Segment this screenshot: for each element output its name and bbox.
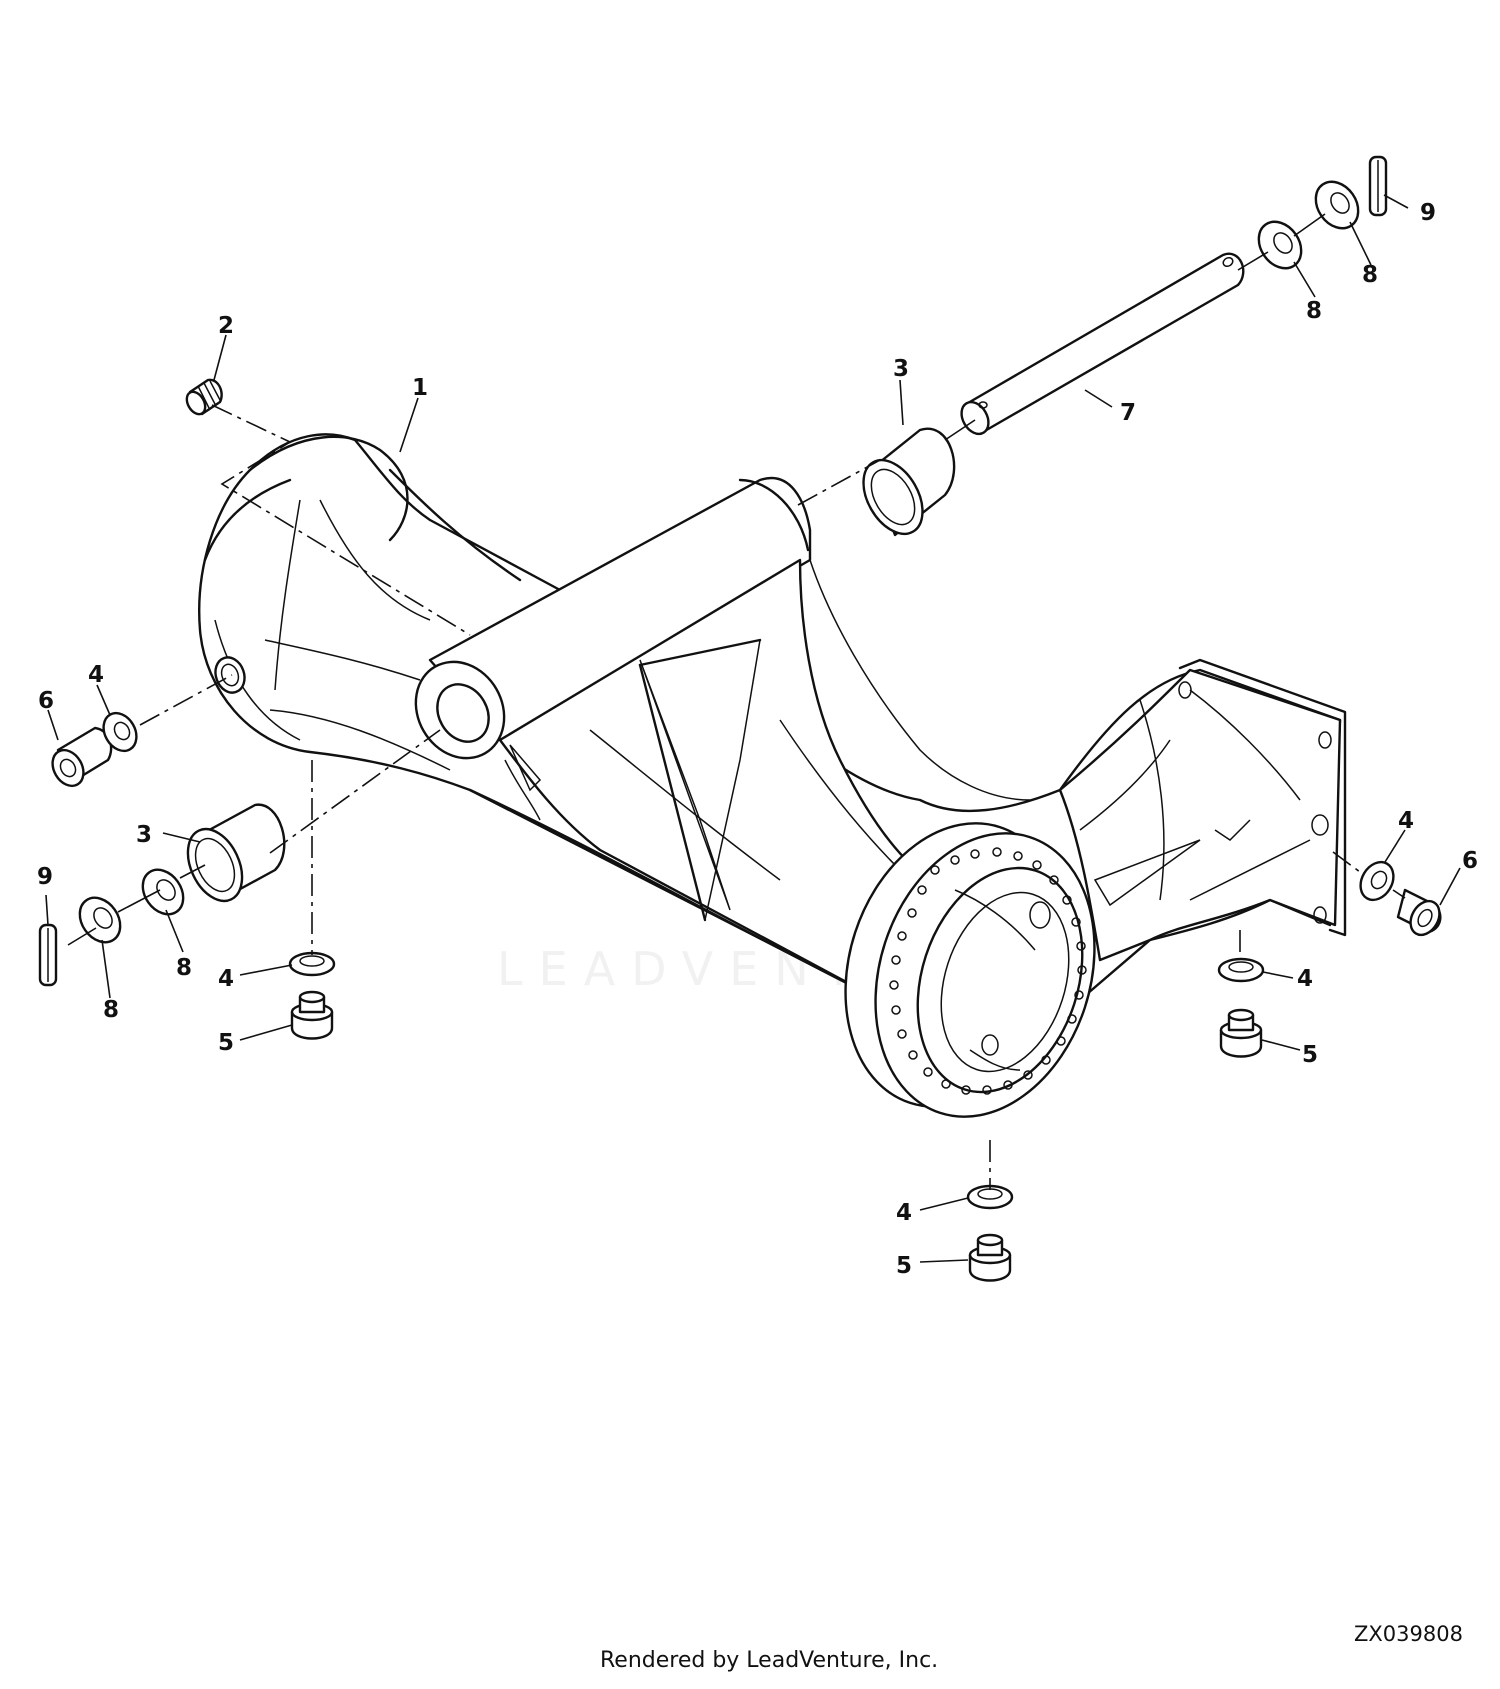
part-7-pivot-pin — [960, 252, 1245, 436]
callout-5-bottom: 5 — [896, 1253, 912, 1279]
callout-8-lower-a: 8 — [176, 955, 192, 981]
callout-4-left-upper: 4 — [88, 662, 104, 688]
callout-9-lower: 9 — [37, 864, 53, 890]
assembly-centerlines — [67, 213, 1406, 1190]
render-credit: Rendered by LeadVenture, Inc. — [600, 1648, 939, 1673]
callout-leaders — [45, 194, 1461, 1263]
callout-6-right: 6 — [1462, 848, 1478, 874]
callout-8-upper-b: 8 — [1362, 262, 1378, 288]
part-6-plug-right — [1396, 888, 1442, 937]
callout-3-upper: 3 — [893, 356, 909, 382]
flange-bolt-holes — [889, 847, 1087, 1095]
part-8-washer-lower-b — [78, 896, 122, 944]
part-8-washer-lower-a — [141, 868, 185, 916]
axle-housing — [198, 433, 1347, 1118]
callout-7: 7 — [1120, 400, 1136, 426]
callout-2: 2 — [218, 313, 234, 339]
part-9-roll-pin-upper — [1368, 155, 1388, 217]
callout-4-right-lower: 4 — [1297, 966, 1313, 992]
part-9-roll-pin-lower — [38, 923, 58, 987]
part-3-bushing-lower — [186, 803, 286, 903]
callout-9-upper: 9 — [1420, 200, 1436, 226]
figure-id: ZX039808 — [1354, 1622, 1463, 1646]
part-4-seal-right-upper — [1359, 860, 1395, 902]
callout-3-lower: 3 — [136, 822, 152, 848]
part-4-seal-left-lower — [288, 951, 336, 977]
callout-8-upper-a: 8 — [1306, 298, 1322, 324]
part-8-washer-upper-b — [1314, 180, 1360, 230]
callout-6-left: 6 — [38, 688, 54, 714]
callout-5-right: 5 — [1302, 1042, 1318, 1068]
part-5-plug-right — [1219, 1008, 1263, 1058]
callout-4-left-lower: 4 — [218, 966, 234, 992]
callout-4-bottom: 4 — [896, 1200, 912, 1226]
callout-5-left: 5 — [218, 1030, 234, 1056]
part-5-plug-bottom — [968, 1233, 1012, 1282]
part-8-washer-upper-a — [1257, 220, 1303, 270]
callout-8-lower-b: 8 — [103, 997, 119, 1023]
part-2-set-screw — [185, 378, 223, 416]
part-4-seal-right-lower — [1217, 957, 1265, 983]
part-3-bushing-upper — [862, 427, 956, 537]
part-5-plug-left — [290, 990, 334, 1040]
callout-4-right-upper: 4 — [1398, 808, 1414, 834]
part-6-plug-left — [51, 726, 113, 788]
callout-labels: 1 2 3 3 4 4 4 4 4 5 5 5 6 6 7 8 8 8 8 9 … — [37, 200, 1478, 1279]
callout-1: 1 — [412, 375, 428, 401]
